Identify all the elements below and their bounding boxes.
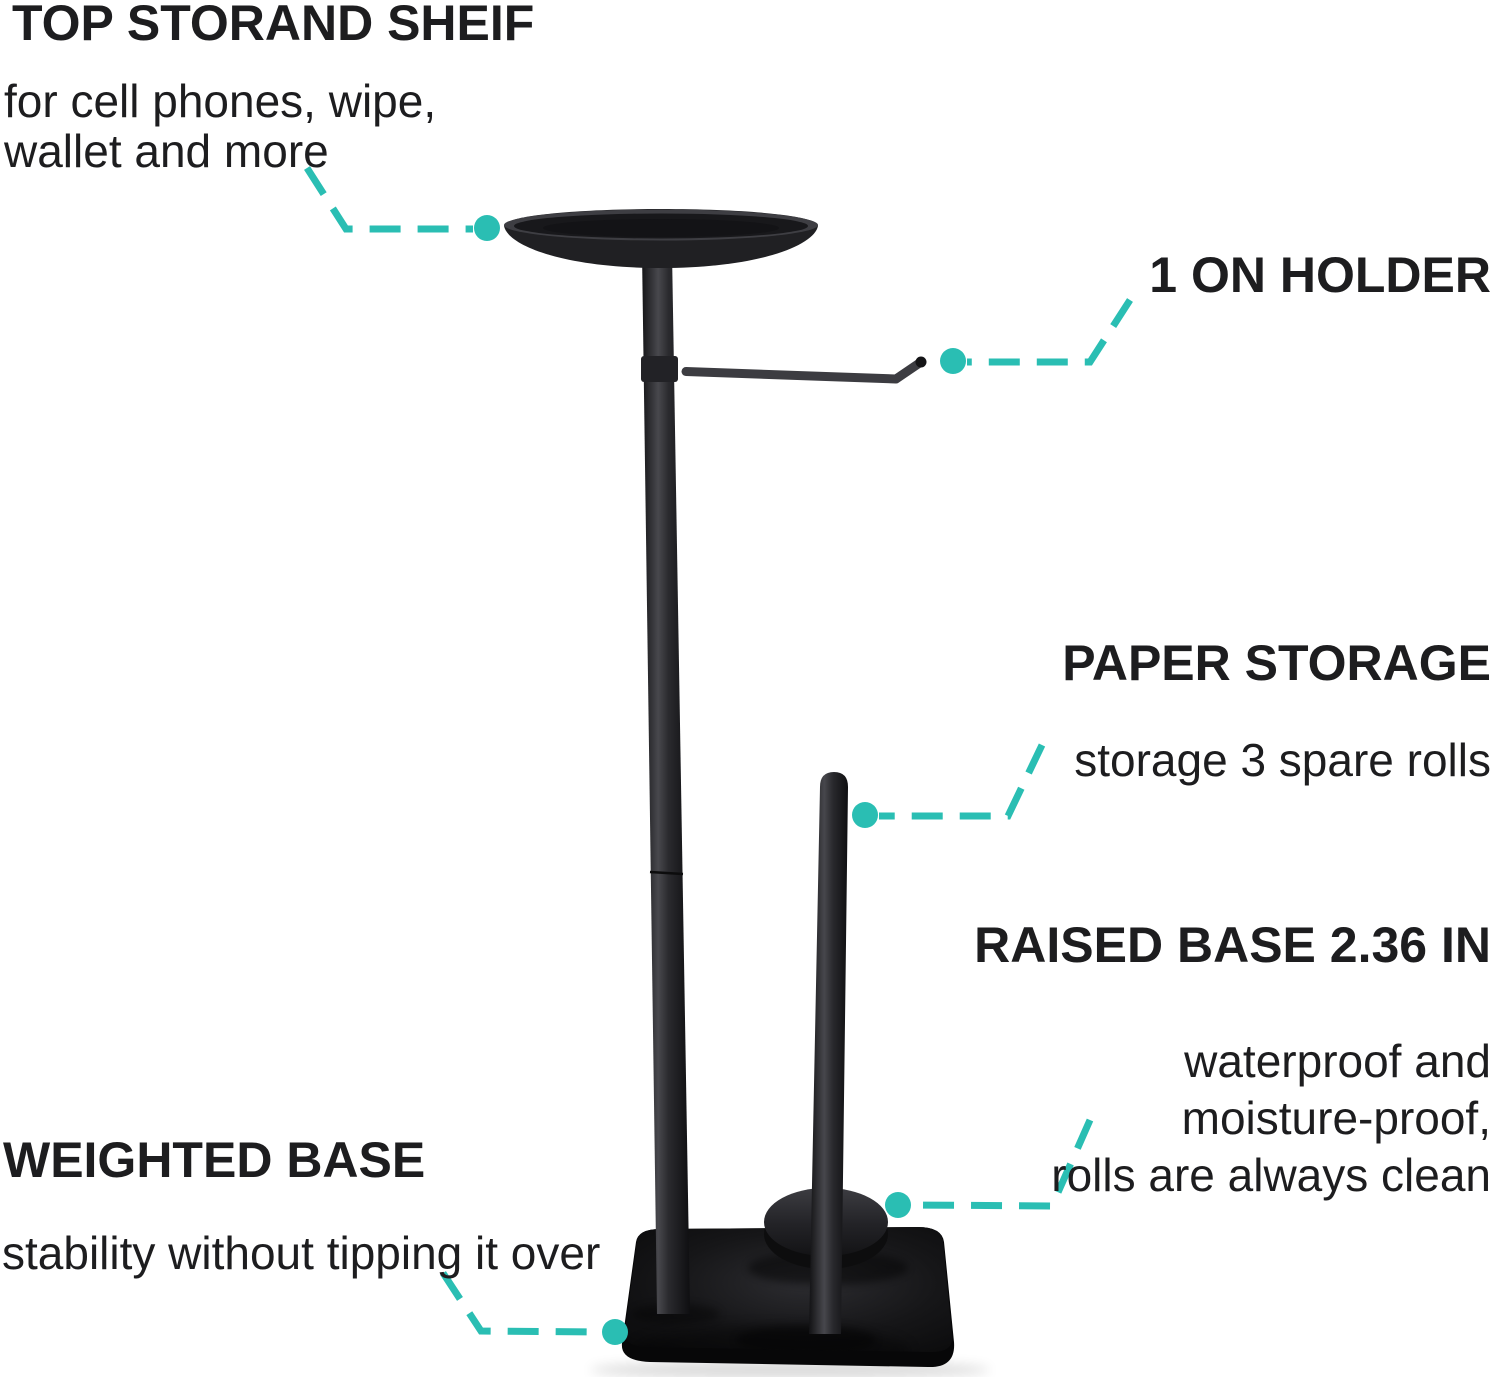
callout-title-raised-base: RAISED BASE 2.36 IN: [974, 917, 1491, 973]
callout-title-paper-storage: PAPER STORAGE: [1062, 635, 1491, 691]
desc-line: waterproof and: [1184, 1035, 1491, 1087]
callout-title-top-shelf: TOP STORAND SHEIF: [12, 0, 535, 51]
leader-line-top-shelf: [304, 166, 473, 233]
arm-tip-cap: [915, 356, 927, 368]
main-pole: [642, 252, 690, 1314]
callout-title-weighted-base: WEIGHTED BASE: [3, 1132, 426, 1188]
callout-desc-top-shelf: for cell phones, wipe, wallet and more: [4, 76, 436, 176]
callout-dot-top-shelf: [474, 215, 500, 241]
tray-inner-shadow: [543, 219, 779, 237]
callout-desc-weighted-base: stability without tipping it over: [2, 1227, 601, 1279]
callout-desc-raised-base: waterproof and moisture-proof, rolls are…: [1051, 1033, 1491, 1204]
callout-dot-weighted-base: [602, 1319, 628, 1345]
callout-title-roll-holder: 1 ON HOLDER: [1149, 247, 1491, 303]
pole-collar: [641, 356, 678, 382]
leader-line-paper-storage: [879, 743, 1046, 820]
desc-line: moisture-proof,: [1181, 1092, 1491, 1144]
callout-dot-paper-storage: [852, 802, 878, 828]
pole-seam: [649, 870, 684, 876]
spare-roll-rod: [809, 772, 848, 1334]
leader-line-weighted-base: [440, 1271, 602, 1336]
callout-desc-paper-storage: storage 3 spare rolls: [1074, 734, 1491, 786]
callout-dot-roll-holder: [940, 348, 966, 374]
roll-holder-arm: [681, 357, 926, 384]
desc-line: wallet and more: [4, 125, 329, 177]
desc-line: rolls are always clean: [1051, 1149, 1491, 1201]
leader-line-roll-holder: [967, 298, 1133, 366]
callout-dot-raised-base: [885, 1192, 911, 1218]
desc-line: for cell phones, wipe,: [4, 75, 437, 127]
